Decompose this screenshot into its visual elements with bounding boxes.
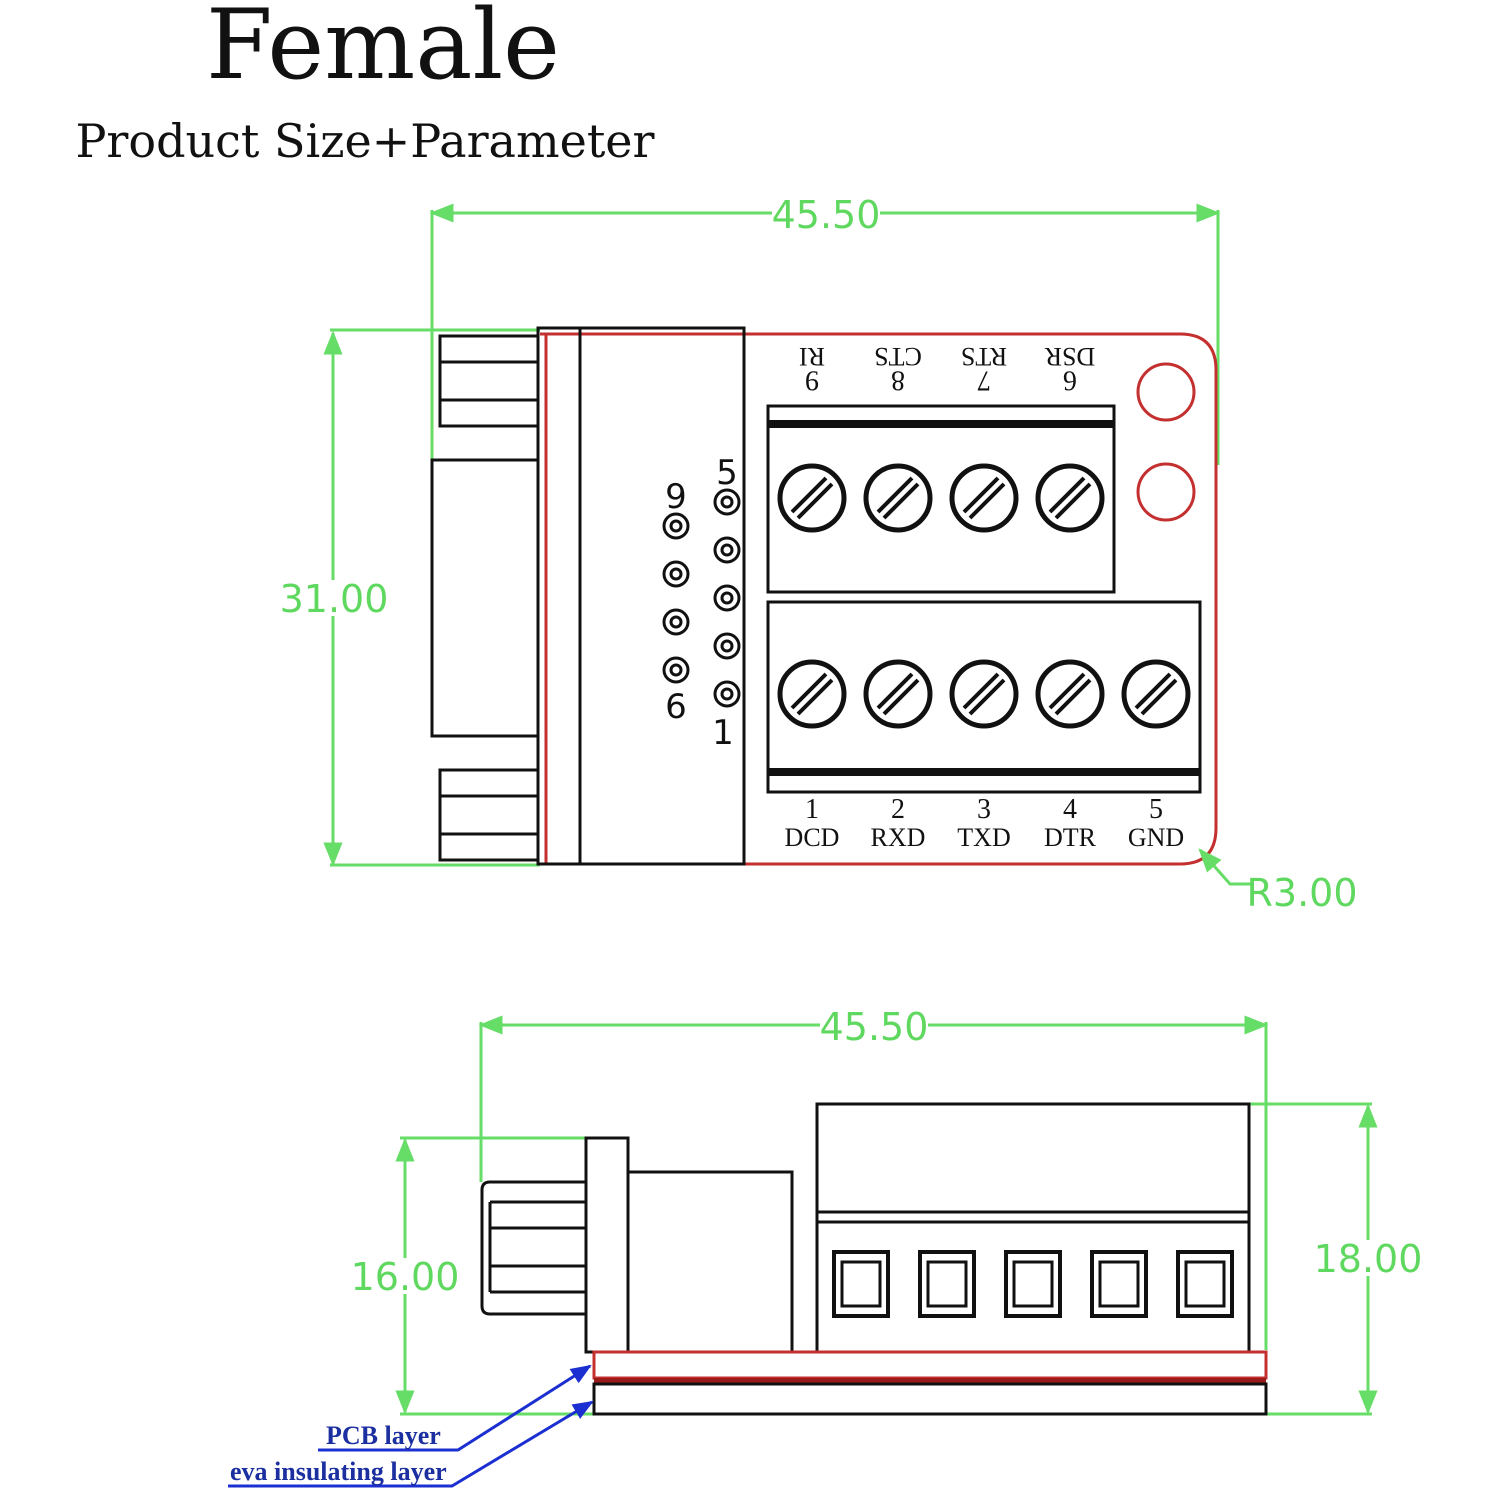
db9-pin [713,584,741,612]
db9-pin [713,488,741,516]
wire-opening [1176,1250,1234,1318]
terminal-screw [1121,659,1191,729]
wire-opening [1090,1250,1148,1318]
terminal-name-top: CTS [874,342,922,371]
top-width-label: 45.50 [772,193,881,237]
terminal-name-bottom: TXD [957,823,1010,852]
terminal-number-top: 8 [891,365,905,396]
db9-screw-post-top [438,334,540,428]
radius-label: R3.00 [1246,871,1357,915]
db9-body [578,326,746,866]
pcb-outline [540,332,1218,866]
terminal-screw [949,463,1019,533]
wire-opening [918,1250,976,1318]
side-view: 45.50 16.00 18.00 PCB layer [228,1005,1423,1488]
terminal-number-bottom: 3 [977,794,991,825]
db9-side-flange [584,1136,630,1354]
terminal-screw [1035,463,1105,533]
db9-label-1: 1 [712,713,734,753]
terminal-block-top [766,404,1116,594]
db9-label-6: 6 [665,687,687,727]
top-view: 45.50 31.00 5 9 [280,193,1358,915]
db9-flange [536,326,582,866]
top-height-label: 31.00 [280,577,389,621]
terminal-name-bottom: GND [1128,823,1184,852]
db9-pin [713,536,741,564]
db9-label-5: 5 [716,453,738,493]
terminal-number-bottom: 2 [891,794,905,825]
terminal-name-top: RTS [961,342,1007,371]
terminal-name-top: RI [799,342,825,371]
terminal-screw [863,659,933,729]
db9-pin [713,632,741,660]
wire-opening [832,1250,890,1318]
terminal-screw [777,463,847,533]
terminal-number-bottom: 4 [1063,794,1077,825]
db9-pin [662,560,690,588]
page-title: Female [206,0,560,101]
db9-pin-group [662,488,741,708]
page-subtitle: Product Size+Parameter [75,114,654,168]
side-width-label: 45.50 [820,1005,929,1049]
terminal-name-bottom: DCD [785,823,840,852]
db9-side-shell [480,1180,586,1316]
side-right-height-label: 18.00 [1314,1237,1423,1281]
eva-layer-rect [592,1382,1268,1416]
terminal-screws-bottom [777,659,1191,729]
terminal-block-top-rail [768,420,1114,428]
db9-side-body [626,1170,794,1354]
db9-screw-post-bottom [438,768,540,862]
pcb-layer-rect [592,1350,1268,1380]
terminal-block-bottom-rail [768,768,1200,776]
radius-leader [1198,848,1254,886]
db9-pin [662,512,690,540]
terminal-number-bottom: 5 [1149,794,1163,825]
terminal-screw [1035,659,1105,729]
terminal-name-bottom: RXD [871,823,926,852]
mounting-hole [1136,462,1196,522]
mounting-hole [1136,362,1196,422]
pcb-layer-label: PCB layer [326,1421,441,1450]
terminal-number-top: 6 [1063,365,1077,396]
pcb-layer-leader [318,1364,592,1452]
terminal-screws-top [777,463,1105,533]
terminal-number-top: 9 [805,365,819,396]
db9-pin [713,680,741,708]
side-left-height-label: 16.00 [351,1255,460,1299]
db9-pin [662,656,690,684]
eva-layer-leader [228,1400,594,1488]
db9-shell [430,458,540,738]
terminal-block-bottom [766,600,1202,794]
terminal-name-top: DSR [1044,342,1095,371]
wire-opening [1004,1250,1062,1318]
terminal-number-top: 7 [977,365,991,396]
terminal-openings [832,1250,1234,1318]
pcb-layer-band [594,1378,1266,1384]
db9-pin [662,608,690,636]
terminal-number-bottom: 1 [805,794,819,825]
terminal-name-bottom: DTR [1044,823,1097,852]
eva-layer-label: eva insulating layer [230,1457,447,1486]
terminal-screw [949,659,1019,729]
db9-label-9: 9 [665,477,687,517]
terminal-screw [777,659,847,729]
terminal-screw [863,463,933,533]
